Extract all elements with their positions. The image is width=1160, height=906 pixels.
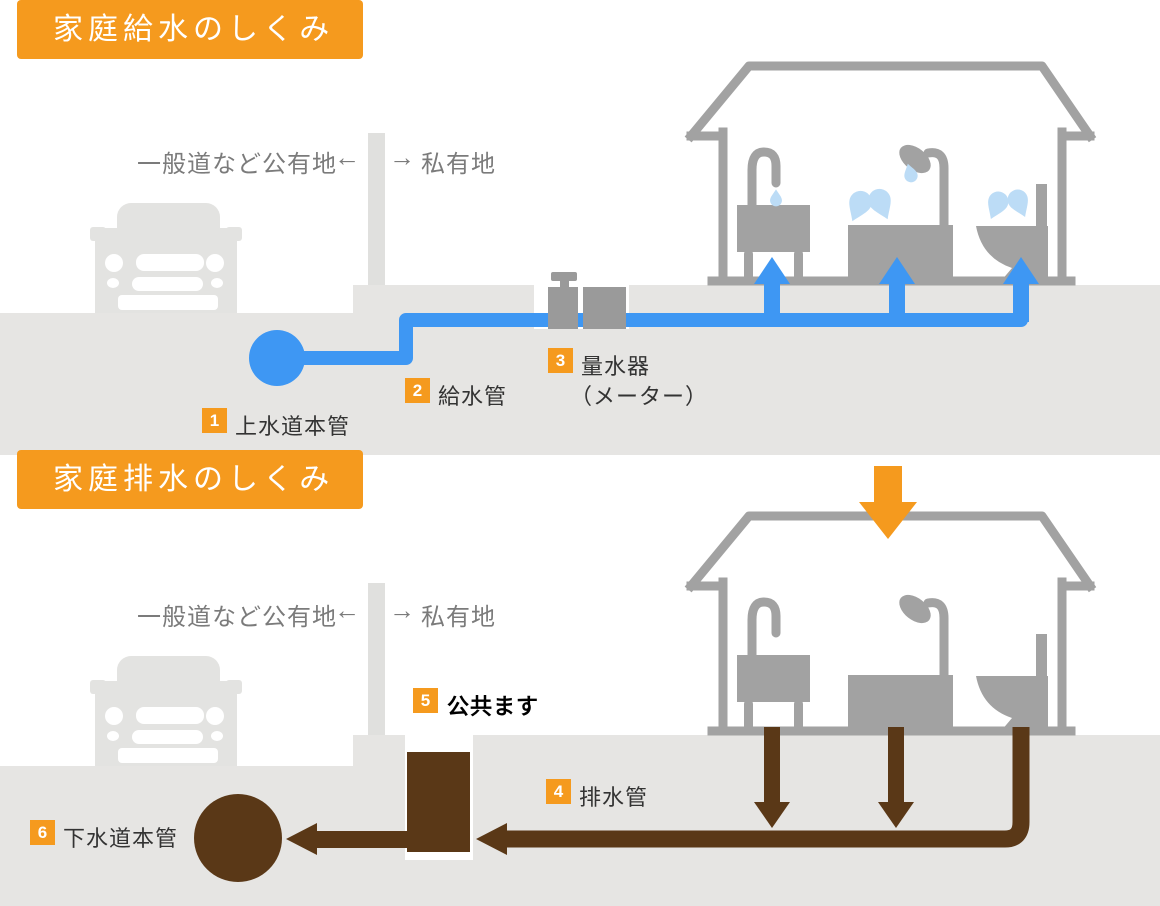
water-droplets <box>770 163 1028 222</box>
drainage-illustration <box>194 466 1097 882</box>
sink-icon <box>737 147 810 281</box>
toilet-icon <box>976 634 1048 731</box>
drain-pipes <box>194 727 1030 882</box>
sewer-main-circle <box>194 794 282 882</box>
public-area-label: 一般道など公有地 <box>137 604 337 631</box>
supply-illustration <box>249 61 1097 386</box>
boundary-pole <box>368 133 385 285</box>
drainage-title: 家庭排水のしくみ <box>17 450 363 509</box>
label-sewer-main: 下水道本管 <box>63 826 179 851</box>
badge-6: 6 <box>30 820 55 845</box>
bathtub-shower-icon <box>848 594 953 731</box>
boundary-pole <box>368 583 385 735</box>
right-arrow-icon: → <box>389 595 415 625</box>
public-area-label: 一般道など公有地 <box>137 151 337 178</box>
label-public-chamber: 公共ます <box>447 694 540 719</box>
toilet-icon <box>976 184 1048 281</box>
private-area-label: 私有地 <box>421 604 496 631</box>
roof-down-arrow <box>859 466 917 539</box>
supply-pipe <box>277 284 1028 365</box>
car-icon <box>90 656 242 766</box>
label-supply-pipe: 給水管 <box>438 384 508 409</box>
left-arrow-icon: ← <box>334 595 360 625</box>
private-area-label: 私有地 <box>421 151 496 178</box>
supply-flow-arrows <box>754 257 1039 322</box>
label-water-meter: 量水器 <box>581 354 651 379</box>
supply-title: 家庭給水のしくみ <box>17 0 363 59</box>
supply-panel: 家庭給水のしくみ 一般道など公有地 ← → 私有地 1 上水道本管 2 給水管 … <box>0 0 1160 455</box>
arrow-into-sewer <box>286 823 317 855</box>
badge-2: 2 <box>405 378 430 403</box>
badge-1: 1 <box>202 408 227 433</box>
badge-4: 4 <box>546 779 571 804</box>
label-water-meter-2: （メーター） <box>570 384 709 409</box>
public-chamber-box <box>407 752 470 852</box>
badge-5: 5 <box>413 688 438 713</box>
badge-3: 3 <box>548 348 573 373</box>
house-outline <box>684 61 1097 286</box>
water-meter-icon <box>548 272 626 329</box>
drainage-panel: 家庭排水のしくみ 一般道など公有地 ← → 私有地 5 公共ます 4 排水管 6… <box>0 450 1160 906</box>
label-water-main: 上水道本管 <box>235 414 351 439</box>
drain-pipe <box>500 727 1030 848</box>
label-drain-pipe: 排水管 <box>579 785 649 810</box>
arrow-into-chamber <box>476 823 507 855</box>
car-icon <box>90 203 242 313</box>
right-arrow-icon: → <box>389 142 415 172</box>
left-arrow-icon: ← <box>334 142 360 172</box>
sink-icon <box>737 597 810 731</box>
